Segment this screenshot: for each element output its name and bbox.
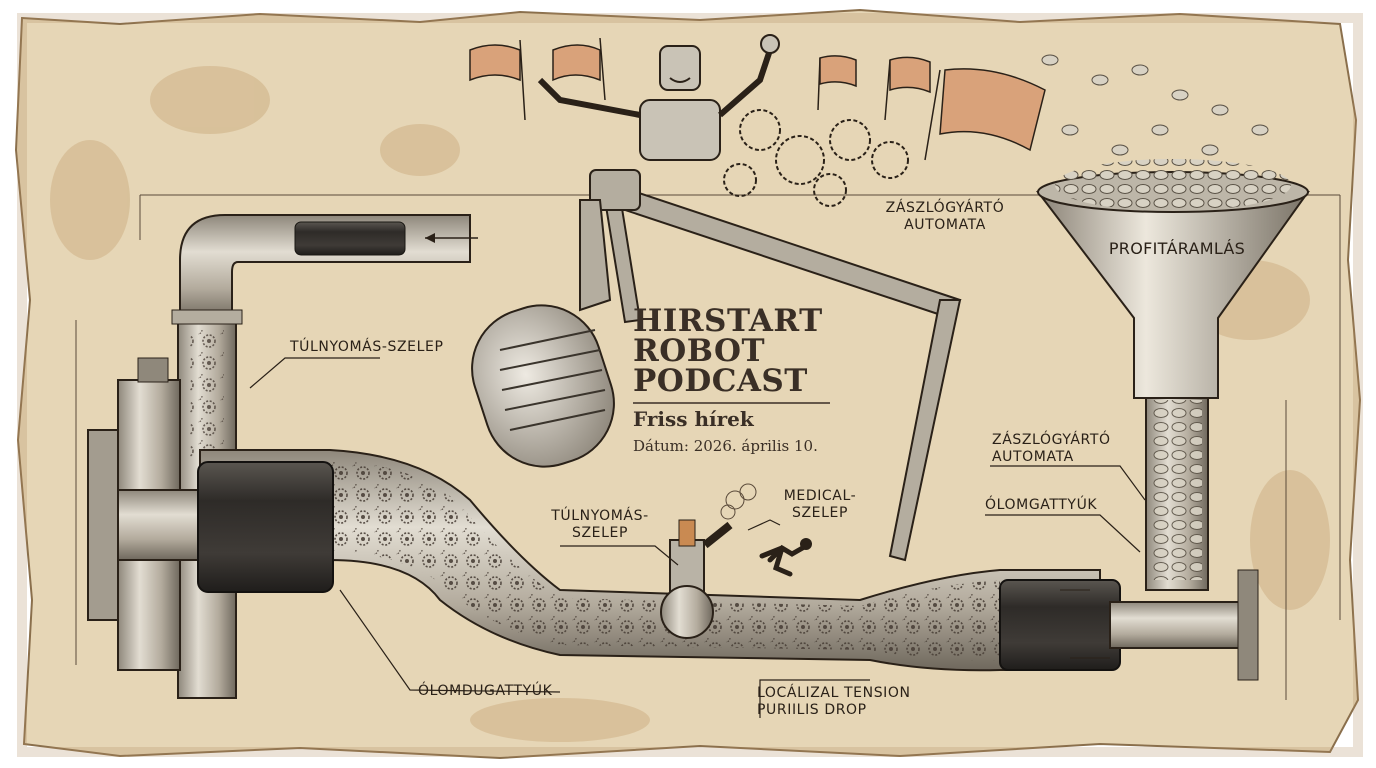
tension-drop-label: LOCÁLIZAL TENSION PURIILIS DROP: [757, 685, 911, 719]
medical-valve-label-line2: SZELEP: [791, 505, 848, 521]
flag-machine-label-top-line2: AUTOMATA: [904, 217, 986, 233]
lead-valves-label: ÓLOMGATTYÚK: [985, 497, 1098, 513]
flag-machine-label-right-line1: ZÁSZLÓGYÁRTÓ: [992, 432, 1111, 448]
subtitle: Friss hírek: [633, 407, 754, 431]
flag-machine-label-right: ZÁSZLÓGYÁRTÓ AUTOMATA: [992, 432, 1111, 466]
flag-machine-label-right-line2: AUTOMATA: [992, 449, 1074, 465]
falling-person-icon: [759, 543, 809, 577]
flag-machine-label-top: ZÁSZLÓGYÁRTÓ AUTOMATA: [870, 200, 1020, 234]
title-line-2: ROBOT: [633, 333, 766, 369]
page-title: HIRSTART ROBOT PODCAST: [633, 303, 823, 399]
overpressure-valve-label-mid: TÚLNYOMÁS- SZELEP: [540, 508, 660, 542]
flag-machine-label-top-line1: ZÁSZLÓGYÁRTÓ: [885, 200, 1005, 216]
tension-drop-label-line1: LOCÁLIZAL TENSION: [757, 685, 911, 701]
overpressure-valve-label-left: TÚLNYOMÁS-SZELEP: [290, 339, 444, 355]
microphone-icon: [471, 304, 615, 468]
title-line-3: PODCAST: [633, 363, 808, 399]
funnel-label: PROFITÁRAMLÁS: [1108, 239, 1246, 258]
title-line-1: HIRSTART: [633, 303, 823, 339]
overpressure-valve-label-mid-line1: TÚLNYOMÁS-: [551, 508, 649, 524]
date-text: Dátum: 2026. április 10.: [633, 437, 818, 455]
overpressure-valve-label-mid-line2: SZELEP: [571, 525, 628, 541]
lead-pistons-label: ÓLOMDUGATTYÚK: [418, 683, 553, 699]
medical-valve-label-line1: MEDICAL-: [783, 488, 857, 504]
robot-icon: [537, 34, 780, 161]
medical-valve-label: MEDICAL- SZELEP: [770, 488, 870, 522]
tension-drop-label-line2: PURIILIS DROP: [757, 702, 867, 718]
